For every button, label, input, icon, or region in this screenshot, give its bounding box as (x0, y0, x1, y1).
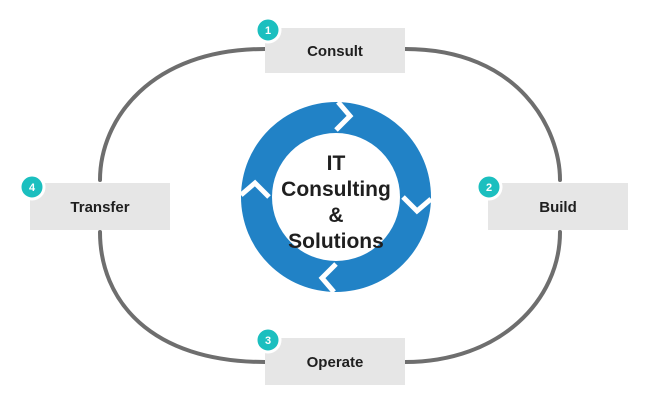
ring-gap-left (239, 179, 271, 199)
center-line-4: Solutions (288, 230, 384, 253)
connector-arc-consult-build (403, 47, 562, 182)
step-transfer-number: 4 (29, 182, 36, 194)
step-build-label: Build (539, 199, 577, 216)
step-build-badge (475, 173, 503, 201)
center-line-2: Consulting (281, 178, 391, 201)
ring-arrow-gaps (239, 100, 433, 294)
step-operate-label: Operate (307, 354, 364, 371)
step-consult-label: Consult (307, 43, 363, 60)
ring-gap-right (401, 195, 433, 215)
center-cycle-graphic: IT Consulting & Solutions (239, 100, 433, 294)
connector-arc-build-operate (403, 230, 562, 364)
step-build: Build 2 (475, 173, 628, 230)
step-consult: Consult 1 (254, 16, 405, 73)
step-operate-number: 3 (265, 335, 271, 347)
step-transfer: Transfer 4 (18, 173, 170, 230)
step-transfer-box (30, 183, 170, 230)
connector-arc-transfer-consult (98, 47, 267, 182)
ring-gap-top (334, 100, 354, 132)
connector-arc-operate-transfer (98, 230, 267, 364)
step-operate: Operate 3 (254, 326, 405, 385)
center-line-1: IT (327, 152, 346, 175)
step-transfer-label: Transfer (70, 199, 129, 216)
step-build-box (488, 183, 628, 230)
center-line-3: & (328, 204, 343, 227)
step-consult-number: 1 (265, 25, 271, 37)
center-disc (272, 133, 400, 261)
step-consult-box (265, 28, 405, 73)
ring-gap-bottom (318, 262, 338, 294)
step-consult-badge (254, 16, 282, 44)
step-operate-box (265, 338, 405, 385)
step-build-number: 2 (486, 182, 492, 194)
connector-loop (98, 47, 562, 364)
step-transfer-badge (18, 173, 46, 201)
step-operate-badge (254, 326, 282, 354)
